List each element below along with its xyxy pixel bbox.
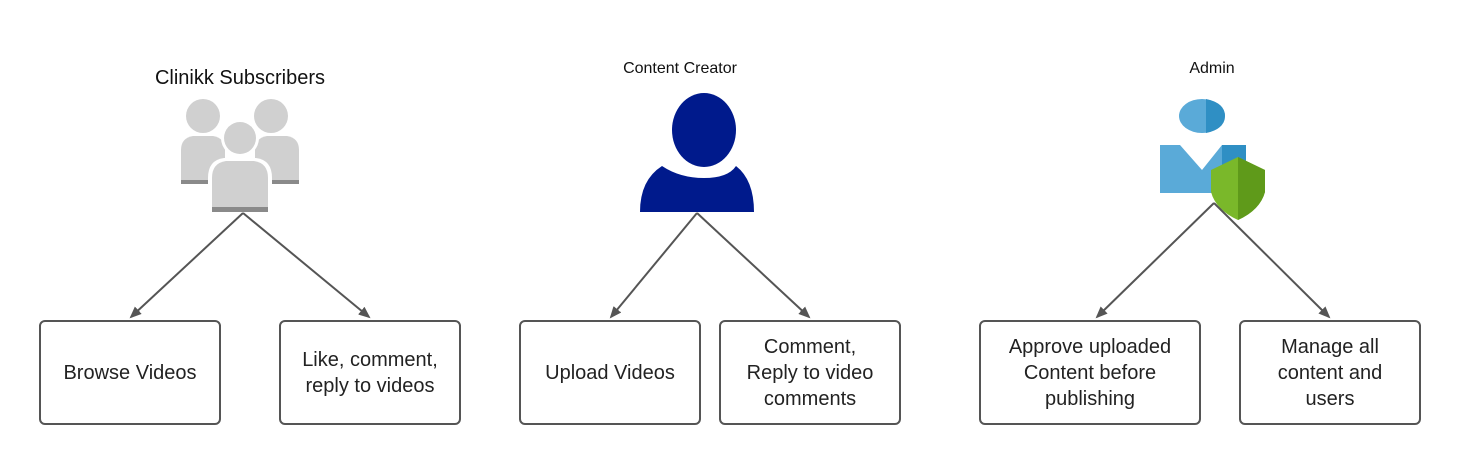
action-box-browse-videos: Browse Videos bbox=[39, 320, 221, 425]
role-title-admin: Admin bbox=[1189, 60, 1235, 77]
arrow-admin-manage bbox=[1213, 202, 1331, 319]
arrow-admin-approve bbox=[1095, 202, 1215, 319]
action-box-manage-all: Manage all content and users bbox=[1239, 320, 1421, 425]
action-box-upload-videos: Upload Videos bbox=[519, 320, 701, 425]
role-title-content-creator: Content Creator bbox=[623, 60, 737, 77]
users-group-icon bbox=[181, 99, 299, 212]
action-label: Comment, Reply to video comments bbox=[746, 335, 874, 410]
action-box-comment-reply: Comment, Reply to video comments bbox=[719, 320, 901, 425]
admin-shield-icon bbox=[1160, 99, 1265, 220]
action-box-approve-content: Approve uploaded Content before publishi… bbox=[979, 320, 1201, 425]
action-label: Approve uploaded Content before publishi… bbox=[1008, 335, 1172, 410]
action-label: Upload Videos bbox=[545, 361, 675, 384]
arrow-subscribers-browse bbox=[129, 212, 244, 319]
arrow-subscribers-like bbox=[242, 212, 371, 319]
action-label: Manage all content and users bbox=[1277, 335, 1383, 410]
action-label: Like, comment, reply to videos bbox=[302, 348, 438, 397]
action-box-like-comment: Like, comment, reply to videos bbox=[279, 320, 461, 425]
arrow-creator-comment bbox=[696, 212, 811, 319]
action-label: Browse Videos bbox=[63, 361, 197, 384]
arrow-creator-upload bbox=[609, 212, 698, 319]
role-title-subscribers: Clinikk Subscribers bbox=[154, 67, 326, 89]
person-icon bbox=[640, 93, 754, 212]
